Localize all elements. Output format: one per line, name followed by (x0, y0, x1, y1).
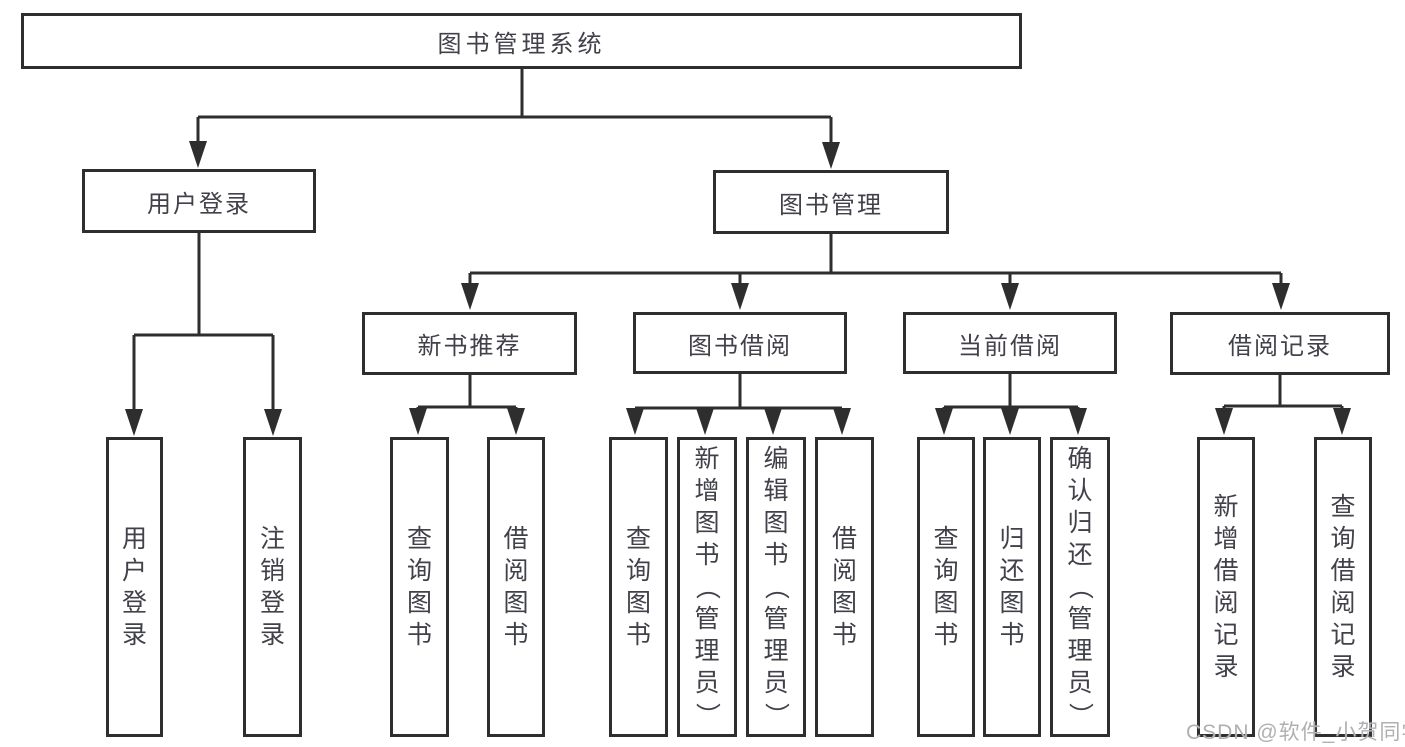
node-current-borrowing: 当前借阅 (903, 312, 1117, 374)
connector-book-borrow (633, 374, 844, 411)
arrowheads (125, 141, 1351, 436)
connector-book-mgmt (468, 234, 1283, 285)
connector-current-borrow (942, 374, 1080, 411)
leaf-search-books-current: 查询图书 (917, 437, 975, 737)
arrowhead-icon (696, 408, 714, 435)
arrowhead-icon (461, 283, 479, 310)
arrowhead-icon (935, 408, 953, 435)
leaf-borrow-books-recommend: 借阅图书 (487, 437, 545, 737)
arrowhead-icon (125, 409, 143, 436)
leaf-logout: 注销登录 (243, 437, 302, 737)
arrowhead-icon (764, 408, 782, 435)
node-new-book-recommendation: 新书推荐 (362, 312, 577, 375)
leaf-return-books: 归还图书 (983, 437, 1041, 737)
leaf-add-books-admin: 新增图书（管理员） (677, 437, 737, 737)
arrowhead-icon (731, 283, 749, 310)
watermark: CSDN @软件_小贺同学 (1186, 721, 1405, 744)
node-book-borrowing: 图书借阅 (633, 312, 847, 374)
leaf-edit-books-admin: 编辑图书（管理员） (746, 437, 806, 737)
leaf-add-borrow-record: 新增借阅记录 (1197, 437, 1255, 737)
leaf-confirm-return-admin: 确认归还（管理员） (1050, 437, 1110, 737)
arrowhead-icon (1001, 283, 1019, 310)
node-user-login: 用户登录 (82, 169, 316, 233)
arrowhead-icon (409, 408, 427, 435)
arrowhead-icon (1215, 408, 1233, 435)
connector-user-login (132, 232, 275, 410)
connector-new-book (416, 375, 518, 411)
node-borrowing-records: 借阅记录 (1170, 312, 1390, 375)
arrowhead-icon (1333, 408, 1351, 435)
leaf-search-books-recommend: 查询图书 (390, 437, 449, 737)
arrowhead-icon (1069, 408, 1087, 435)
node-book-management: 图书管理 (713, 170, 949, 234)
arrowhead-icon (822, 142, 840, 169)
node-library-management-system: 图书管理系统 (21, 13, 1022, 69)
arrowhead-icon (1272, 283, 1290, 310)
leaf-search-books-borrow: 查询图书 (609, 437, 668, 737)
arrowhead-icon (1001, 408, 1019, 435)
leaf-borrow-books: 借阅图书 (815, 437, 874, 737)
arrowhead-icon (264, 409, 282, 436)
leaf-search-borrow-record: 查询借阅记录 (1314, 437, 1372, 737)
connector-root (196, 69, 833, 143)
arrowhead-icon (833, 408, 851, 435)
connector-borrow-records (1222, 375, 1344, 411)
arrowhead-icon (507, 408, 525, 435)
leaf-user-login: 用户登录 (106, 437, 163, 737)
arrowhead-icon (189, 141, 207, 168)
arrowhead-icon (626, 408, 644, 435)
